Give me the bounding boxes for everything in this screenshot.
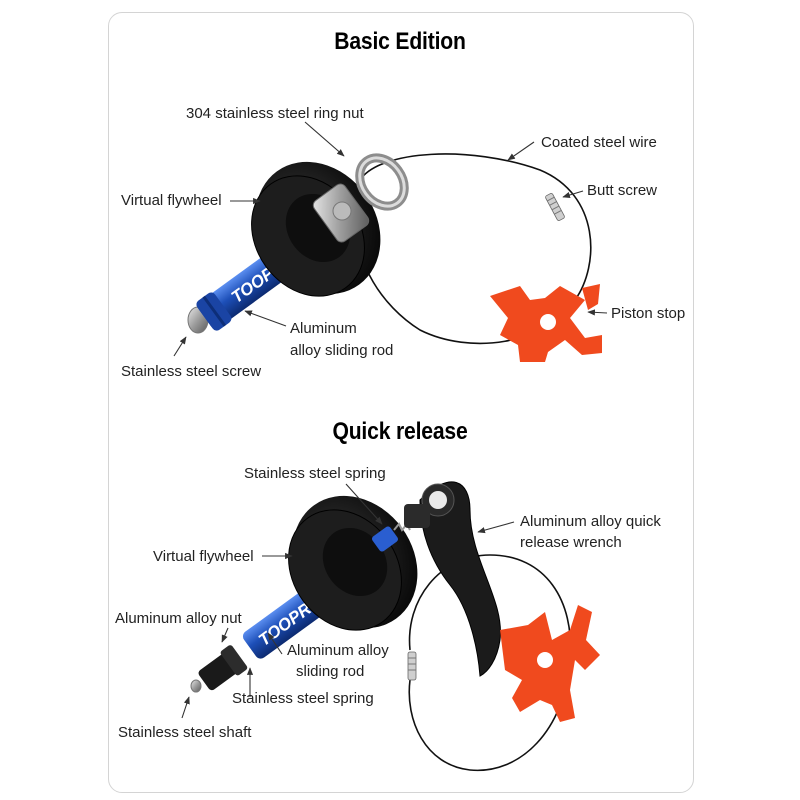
label-spring-bottom: Stainless steel spring <box>232 690 374 707</box>
label-virtual-flywheel-top: Virtual flywheel <box>121 192 222 209</box>
product-card <box>108 12 694 793</box>
leader-lines <box>173 121 608 719</box>
label-wrench-line1: Aluminum alloy quick <box>520 513 661 530</box>
basic-edition-illustration: TOOPRE <box>187 153 602 362</box>
aluminum-alloy-nut <box>198 645 248 691</box>
quick-release-title: Quick release <box>332 418 468 445</box>
quick-release-wrench <box>404 481 501 677</box>
label-sliding-rod-bottom-line2: sliding rod <box>296 663 365 680</box>
label-butt-screw: Butt screw <box>587 182 658 199</box>
label-coated-steel-wire: Coated steel wire <box>541 134 657 151</box>
ring-nut <box>312 153 409 243</box>
label-piston-stop: Piston stop <box>611 305 686 322</box>
stainless-steel-shaft <box>190 679 202 693</box>
label-aluminum-alloy-nut: Aluminum alloy nut <box>115 610 242 627</box>
butt-screw <box>545 193 565 221</box>
label-stainless-steel-screw: Stainless steel screw <box>121 363 262 380</box>
piston-stop-bottom <box>500 605 600 722</box>
label-spring-top: Stainless steel spring <box>244 465 386 482</box>
piston-stop-top <box>490 284 602 362</box>
label-sliding-rod-line1: Aluminum <box>290 320 357 337</box>
wire-screw-bottom <box>407 651 417 681</box>
virtual-flywheel-top <box>251 161 381 297</box>
label-virtual-flywheel-bottom: Virtual flywheel <box>153 548 254 565</box>
label-stainless-steel-shaft: Stainless steel shaft <box>118 724 252 741</box>
label-sliding-rod-bottom-line1: Aluminum alloy <box>287 642 389 659</box>
label-ring-nut: 304 stainless steel ring nut <box>186 105 364 122</box>
label-wrench-line2: release wrench <box>520 534 622 551</box>
basic-edition-title: Basic Edition <box>334 28 466 55</box>
label-sliding-rod-line2: alloy sliding rod <box>290 342 394 359</box>
quick-release-illustration: TOOPRE <box>190 481 600 772</box>
